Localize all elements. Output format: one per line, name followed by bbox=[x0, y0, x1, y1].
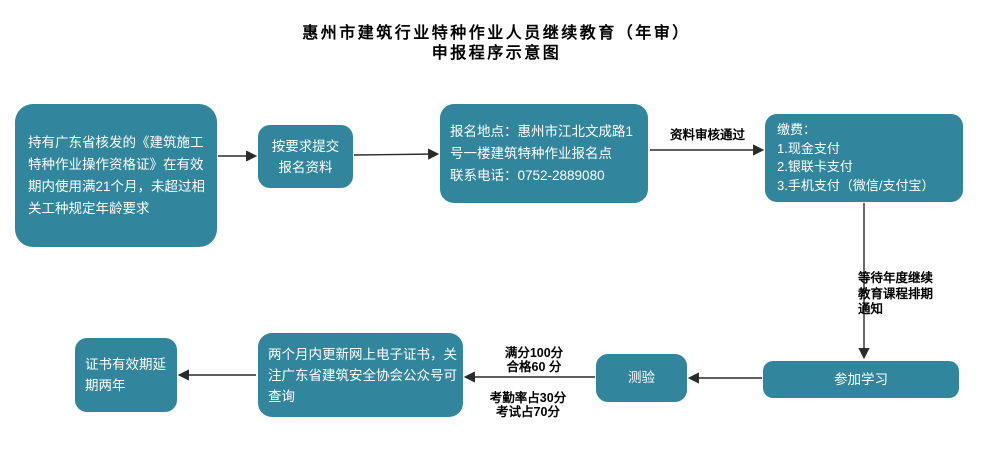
node-text-line: 参加学习 bbox=[834, 372, 888, 387]
edge-label-review-passed: 资料审核通过 bbox=[660, 124, 755, 143]
node-text-line: 联系电话：0752-2889080 bbox=[450, 167, 605, 183]
node-text-line: 号一楼建筑特种作业报名点 bbox=[450, 145, 612, 161]
node-test: 测验 bbox=[596, 354, 687, 402]
node-text-line: 测验 bbox=[628, 370, 655, 385]
edge-label-line: 等待年度继续 bbox=[858, 271, 934, 285]
node-registration-point: 报名地点：惠州市江北文成路1 号一楼建筑特种作业报名点 联系电话：0752-28… bbox=[440, 104, 648, 203]
node-cert-requirement: 持有广东省核发的《建筑施工 特种作业操作资格证》在有效 期内使用满21个月，未超… bbox=[15, 104, 217, 247]
node-text-line: 关工种规定年龄要求 bbox=[28, 200, 150, 216]
node-text-line: 期两年 bbox=[85, 378, 126, 393]
node-cert-extension: 证书有效期延 期两年 bbox=[75, 338, 177, 412]
edge-label-line: 考勤率占30分 bbox=[489, 391, 567, 405]
arrow-submit-to-registration bbox=[353, 148, 440, 160]
node-text-line: 特种作业操作资格证》在有效 bbox=[28, 156, 204, 172]
edge-label-line: 满分100分 bbox=[504, 346, 564, 360]
node-text-line: 报名资料 bbox=[278, 159, 333, 175]
node-text-line: 缴费： bbox=[777, 122, 817, 137]
node-text-line: 3.手机支付（微信/支付宝） bbox=[777, 177, 935, 193]
edge-label-line: 合格60 分 bbox=[506, 360, 562, 374]
node-text-line: 注广东省建筑安全协会公众号可 bbox=[268, 367, 457, 383]
edge-label-score: 满分100分 合格60 分 bbox=[493, 346, 575, 374]
node-payment: 缴费： 1.现金支付 2.银联卡支付 3.手机支付（微信/支付宝） bbox=[765, 114, 963, 202]
node-text-line: 2.银联卡支付 bbox=[777, 159, 853, 174]
edge-label-line: 考试占70分 bbox=[496, 405, 560, 419]
edge-label-line: 教育课程排期 bbox=[858, 286, 934, 301]
diagram-title-line2: 申报程序示意图 bbox=[431, 45, 562, 62]
node-text-line: 持有广东省核发的《建筑施工 bbox=[28, 134, 204, 150]
node-text-line: 按要求提交 bbox=[271, 138, 340, 154]
node-text-line: 期内使用满21个月，未超过相 bbox=[28, 178, 206, 194]
node-text-line: 报名地点：惠州市江北文成路1 bbox=[450, 123, 634, 139]
node-submit-materials: 按要求提交 报名资料 bbox=[258, 125, 353, 188]
edge-label-line: 资料审核通过 bbox=[669, 128, 745, 142]
node-text-line: 两个月内更新网上电子证书，关 bbox=[268, 346, 457, 362]
edge-label-weights: 考勤率占30分 考试占70分 bbox=[482, 391, 574, 419]
diagram-title-line1: 惠州市建筑行业特种作业人员继续教育（年审） bbox=[302, 25, 691, 42]
node-attend-study: 参加学习 bbox=[763, 361, 959, 398]
node-text-line: 查询 bbox=[268, 388, 295, 404]
node-text-line: 证书有效期延 bbox=[85, 357, 166, 372]
node-update-certificate: 两个月内更新网上电子证书，关 注广东省建筑安全协会公众号可 查询 bbox=[258, 333, 463, 417]
node-text-line: 1.现金支付 bbox=[777, 140, 840, 156]
diagram-title: 惠州市建筑行业特种作业人员继续教育（年审） 申报程序示意图 bbox=[0, 24, 993, 64]
edge-label-wait-schedule: 等待年度继续 教育课程排期 通知 bbox=[858, 271, 948, 318]
edge-label-line: 通知 bbox=[858, 302, 884, 316]
